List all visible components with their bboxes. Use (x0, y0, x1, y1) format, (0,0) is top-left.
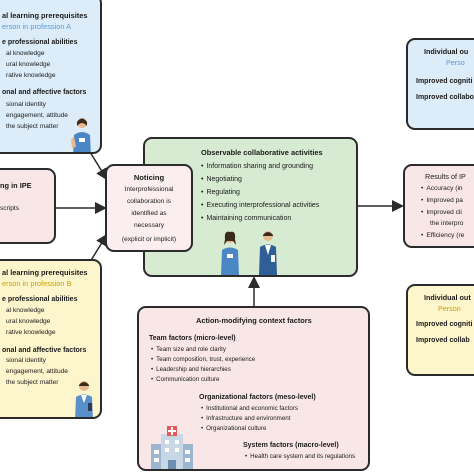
results-item-2: Improved pa (421, 197, 463, 205)
arrow-prereq-a-to-noticing (89, 151, 108, 181)
prereq-b-ability-2: ural knowledge (6, 318, 51, 325)
results-item-4: the interpro (430, 220, 464, 227)
results-title: Results of IP (425, 172, 466, 181)
outcomes-b-box: Individual out Person Improved cogniti I… (406, 284, 474, 376)
prereq-a-subtitle: erson in profession A (2, 22, 72, 31)
nurse-figure-icon (221, 231, 239, 275)
prereq-a-title: al learning prerequisites (2, 11, 88, 20)
prereq-b-abilities-heading: e professional abilities (2, 296, 78, 303)
arrow-prereq-b-to-noticing (89, 233, 108, 263)
results-item-1: Accuracy (in (421, 185, 462, 193)
results-box: Results of IP Accuracy (in Improved pa I… (403, 164, 474, 248)
org-item-2: Infrastructure and environment (201, 415, 290, 422)
noticing-line-4: necessary (133, 222, 165, 229)
prereq-a-affective-2: engagement, attitude (6, 112, 68, 119)
outcomes-a-subtitle: Perso (446, 58, 465, 67)
prereq-a-ability-3: rative knowledge (6, 72, 56, 79)
nurse-figure-icon (71, 118, 91, 152)
noticing-line-5: (explicit or implicit) (121, 236, 177, 243)
activities-item-2: Negotiating (201, 176, 241, 183)
activities-item-1: Information sharing and grounding (201, 163, 313, 170)
outcomes-b-subtitle: Person (438, 304, 461, 313)
team-item-3: Leadership and hierarchies (151, 366, 231, 373)
outcomes-a-box: Individual ou Perso Improved cogniti Imp… (406, 38, 474, 130)
sys-item-1: Health care system and its regulations (245, 453, 355, 460)
outcomes-b-title: Individual out (424, 293, 471, 302)
prereq-a-affective-heading: onal and affective factors (2, 89, 87, 96)
activities-item-3: Regulating (201, 189, 239, 196)
prereq-b-ability-1: al knowledge (6, 307, 45, 314)
prereq-b-subtitle: erson in profession B (2, 279, 72, 288)
team-item-2: Team composition, trust, experience (151, 356, 255, 363)
sys-heading: System factors (macro-level) (243, 442, 339, 449)
prereq-a-affective-1: sional identity (6, 101, 46, 108)
prereq-a-ability-2: ural knowledge (6, 61, 51, 68)
noticing-line-3: identified as (131, 210, 167, 217)
activities-item-5: Maintaining communication (201, 215, 291, 222)
prereq-b-affective-2: engagement, attitude (6, 368, 68, 375)
noticing-line-1: Interprofessional (124, 186, 174, 193)
results-item-5: Efficiency (re (421, 232, 464, 240)
outcomes-a-item-2: Improved collabo (416, 94, 474, 101)
org-heading: Organizational factors (meso-level) (199, 394, 316, 401)
hospital-building-icon (151, 426, 193, 469)
activities-item-4: Executing interprofessional activities (201, 202, 319, 209)
ipe-box: ng in IPE scripts (0, 168, 56, 244)
prereq-a-ability-1: al knowledge (6, 50, 45, 57)
context-title: Action-modifying context factors (196, 316, 312, 325)
ipe-title: ng in IPE (0, 181, 32, 190)
prereq-b-ability-3: rative knowledge (6, 329, 56, 336)
doctor-figure-icon (75, 381, 93, 417)
prereq-b-affective-heading: onal and affective factors (2, 347, 87, 354)
team-item-1: Team size and role clarity (151, 346, 226, 353)
team-item-4: Communication culture (151, 376, 219, 383)
outcomes-b-item-1: Improved cogniti (416, 321, 473, 328)
org-item-1: Institutional and economic factors (201, 405, 298, 412)
prereq-a-affective-3: the subject matter (6, 123, 59, 130)
activities-title: Observable collaborative activities (201, 148, 323, 157)
outcomes-b-item-2: Improved collab (416, 337, 470, 344)
noticing-box: Noticing Interprofessional collaboration… (105, 164, 193, 252)
results-item-3: Improved cli (421, 209, 462, 217)
team-heading: Team factors (micro-level) (149, 335, 236, 342)
doctor-figure-icon (259, 231, 277, 275)
org-item-3: Organizational culture (201, 425, 266, 432)
context-box: Action-modifying context factors Team fa… (137, 306, 370, 471)
prereq-a-box: al learning prerequisites erson in profe… (0, 0, 102, 154)
ipe-item: scripts (0, 205, 20, 212)
prereq-b-title: al learning prerequisites (2, 268, 88, 277)
prereq-b-affective-1: sional identity (6, 357, 46, 364)
prereq-b-box: al learning prerequisites erson in profe… (0, 259, 102, 419)
noticing-title: Noticing (133, 173, 165, 182)
outcomes-a-title: Individual ou (424, 47, 469, 56)
noticing-line-2: collaboration is (127, 198, 171, 205)
outcomes-a-item-1: Improved cogniti (416, 78, 473, 85)
prereq-b-affective-3: the subject matter (6, 379, 59, 386)
prereq-a-abilities-heading: e professional abilities (2, 39, 78, 46)
